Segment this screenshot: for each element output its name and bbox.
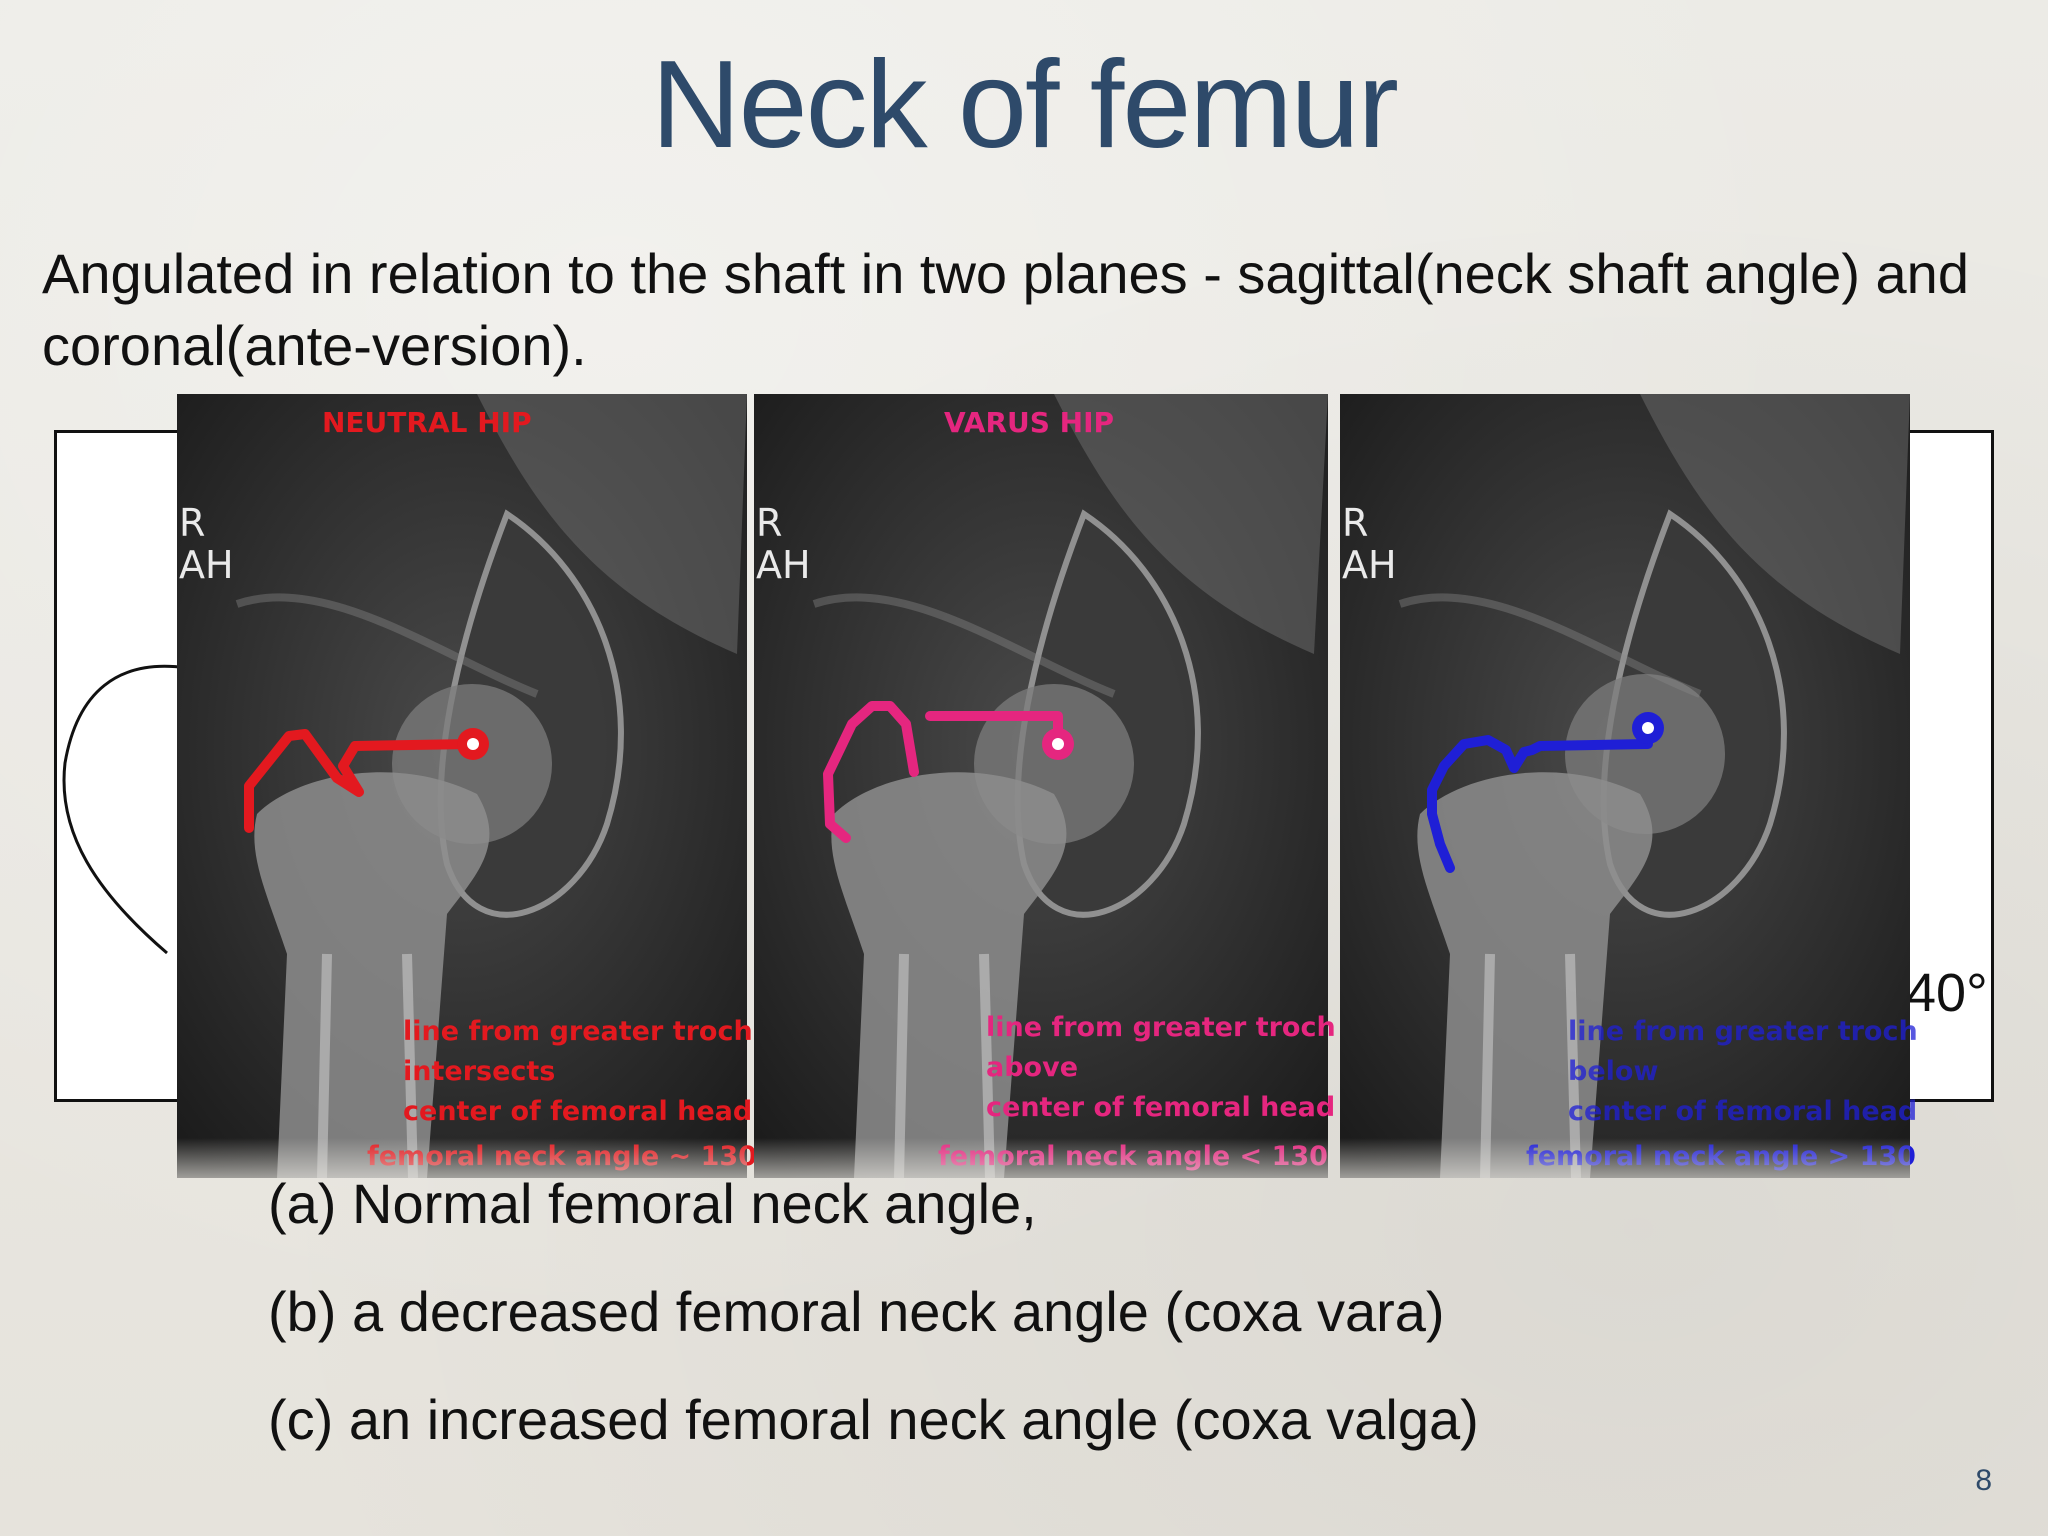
hip-label-varus: VARUS HIP <box>944 406 1115 439</box>
marker-r-text: R <box>179 501 206 545</box>
marker-ah-text: AH <box>756 543 811 587</box>
xray-varus-hip: R AH VARUS HIP line from greater troch a… <box>754 394 1336 1179</box>
caption-b: (b) a decreased femoral neck angle (coxa… <box>268 1280 1445 1343</box>
angle-note-neutral: femoral neck angle ~ 130 <box>367 1141 757 1172</box>
xray-valgus-hip: R AH line from greater troch below cente… <box>1340 394 1918 1179</box>
neutral-overlay-lines <box>244 728 489 833</box>
slide-title: Neck of femur <box>651 36 1399 174</box>
xray-neutral-image <box>177 394 747 1179</box>
note-varus: line from greater troch above center of … <box>986 1008 1336 1128</box>
note-line-2: intersects <box>403 1056 556 1087</box>
valgus-overlay-lines <box>1427 712 1664 873</box>
note-line-1: line from greater troch <box>986 1012 1336 1043</box>
marker-valgus: R AH <box>1342 502 1397 586</box>
angle-degree-label: 40° <box>1906 963 1988 1023</box>
hip-label-neutral: NEUTRAL HIP <box>322 406 532 439</box>
marker-r-text: R <box>756 501 783 545</box>
femur-outline-left <box>62 664 188 955</box>
note-line-2: below <box>1568 1056 1659 1087</box>
xray-neutral-hip: R AH NEUTRAL HIP line from greater troch… <box>177 394 757 1179</box>
marker-ah-text: AH <box>179 543 234 587</box>
note-line-3: center of femoral head <box>403 1096 753 1127</box>
note-line-3: center of femoral head <box>1568 1096 1918 1127</box>
varus-overlay-lines <box>823 701 1074 843</box>
intro-text: Angulated in relation to the shaft in tw… <box>42 242 1969 377</box>
caption-c: (c) an increased femoral neck angle (cox… <box>268 1388 1479 1451</box>
note-neutral: line from greater troch intersects cente… <box>403 1012 753 1132</box>
note-line-2: above <box>986 1052 1079 1083</box>
marker-varus: R AH <box>756 502 811 586</box>
note-line-3: center of femoral head <box>986 1092 1336 1123</box>
angle-note-valgus: femoral neck angle > 130 <box>1526 1141 1916 1172</box>
angle-note-varus: femoral neck angle < 130 <box>938 1141 1328 1172</box>
marker-r-text: R <box>1342 501 1369 545</box>
marker-neutral: R AH <box>179 502 234 586</box>
caption-a: (a) Normal femoral neck angle, <box>268 1172 1037 1235</box>
note-line-1: line from greater troch <box>1568 1016 1918 1047</box>
xray-varus-image <box>754 394 1328 1179</box>
page-number: 8 <box>1975 1464 1992 1497</box>
figure-captions: (a) Normal femoral neck angle, (b) a dec… <box>268 1170 1479 1494</box>
note-line-1: line from greater troch <box>403 1016 753 1047</box>
note-valgus: line from greater troch below center of … <box>1568 1012 1918 1132</box>
marker-ah-text: AH <box>1342 543 1397 587</box>
